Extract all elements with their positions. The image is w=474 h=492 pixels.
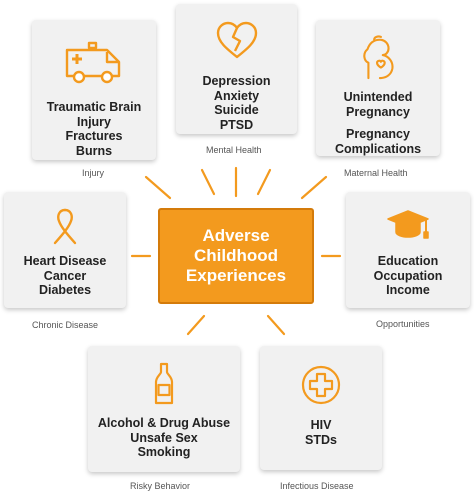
center-line-3: Experiences	[185, 266, 287, 285]
maternal-health-line-2: Pregnancy	[346, 104, 410, 119]
center-adverse-childhood-experiences: Adverse Childhood Experiences	[158, 208, 314, 304]
graduation-cap-icon	[387, 210, 429, 239]
ambulance-icon	[65, 41, 121, 84]
maternal-health-line-3: Pregnancy	[346, 127, 410, 141]
mental-health-line-3: Suicide	[214, 103, 259, 117]
spoke-ray-2	[200, 168, 216, 196]
injury-line-3: Fractures	[65, 129, 123, 143]
mental-health-line-1: Depression	[202, 74, 271, 88]
chronic-disease-line-3: Diabetes	[38, 283, 92, 297]
spoke-injury	[144, 175, 172, 200]
mental-health-line-4: PTSD	[219, 117, 254, 132]
spoke-infectious-disease	[266, 314, 286, 336]
chronic-disease-line-2: Cancer	[43, 268, 87, 283]
spoke-risky-behavior	[186, 314, 206, 336]
card-risky-behavior: Alcohol & Drug Abuse Unsafe Sex Smoking	[88, 346, 240, 472]
mental-health-line-2: Anxiety	[213, 88, 260, 103]
risky-behavior-line-1: Alcohol & Drug Abuse	[97, 416, 231, 430]
injury-line-4: Burns	[75, 143, 113, 158]
maternal-health-line-4: Complications	[334, 141, 422, 156]
spoke-ray-1	[256, 168, 272, 196]
risky-behavior-line-3: Smoking	[137, 445, 191, 459]
bottle-icon	[154, 362, 174, 405]
card-injury: Traumatic Brain Injury Fractures Burns	[32, 20, 156, 160]
pregnant-woman-icon	[363, 35, 394, 80]
injury-line-1: Traumatic Brain	[46, 100, 142, 114]
risky-behavior-line-2: Unsafe Sex	[130, 430, 198, 445]
broken-heart-icon	[216, 21, 257, 59]
opportunities-line-2: Occupation	[373, 268, 443, 283]
medical-cross-icon	[301, 365, 341, 405]
card-mental-health: Depression Anxiety Suicide PTSD	[176, 4, 297, 134]
infectious-disease-line-1: HIV	[310, 418, 332, 432]
center-line-2: Childhood	[193, 246, 279, 265]
caption-opportunities: Opportunities	[376, 319, 430, 329]
caption-chronic-disease: Chronic Disease	[32, 320, 99, 330]
caption-infectious-disease: Infectious Disease	[280, 481, 354, 491]
awareness-ribbon-icon	[53, 208, 77, 245]
opportunities-line-1: Education	[377, 254, 439, 268]
injury-line-2: Injury	[76, 114, 112, 129]
card-maternal-health: Unintended Pregnancy Pregnancy Complicat…	[316, 20, 440, 156]
caption-mental-health: Mental Health	[206, 145, 262, 155]
infectious-disease-line-2: STDs	[305, 432, 337, 447]
caption-injury: Injury	[82, 168, 105, 178]
card-opportunities: Education Occupation Income	[346, 192, 470, 308]
caption-risky-behavior: Risky Behavior	[130, 481, 191, 491]
center-line-1: Adverse	[202, 226, 270, 245]
caption-maternal-health: Maternal Health	[344, 168, 408, 178]
opportunities-line-3: Income	[386, 283, 430, 297]
spoke-maternal-health	[300, 175, 328, 200]
card-chronic-disease: Heart Disease Cancer Diabetes	[4, 192, 126, 308]
card-infectious-disease: HIV STDs	[260, 346, 382, 470]
chronic-disease-line-1: Heart Disease	[23, 254, 107, 268]
maternal-health-line-1: Unintended	[343, 90, 413, 104]
